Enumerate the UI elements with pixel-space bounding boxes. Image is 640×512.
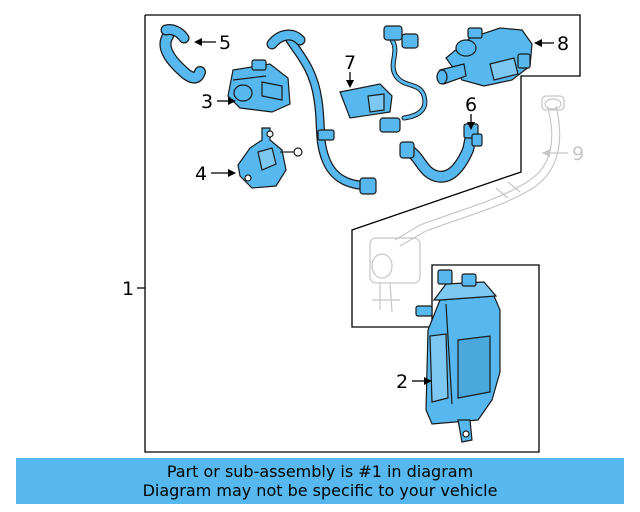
callout-4-leader	[211, 169, 236, 177]
banner-line-2: Diagram may not be specific to your vehi…	[142, 481, 498, 500]
callout-7-leader	[346, 72, 354, 88]
bracket-part-4	[237, 127, 303, 189]
callout-8: 8	[557, 33, 569, 55]
callout-9: 9	[572, 143, 584, 165]
callout-8-leader	[534, 39, 554, 47]
callout-9-leader	[542, 149, 568, 157]
assembly-outline	[144, 14, 581, 453]
callout-3: 3	[201, 91, 213, 113]
callout-3-leader	[217, 97, 236, 105]
callout-2-leader	[412, 377, 432, 385]
parts-diagram: 1 2 3 4 5 6 7 8 9	[122, 14, 584, 453]
hose-part-5	[159, 24, 206, 84]
solenoid-part-3	[227, 59, 291, 113]
banner-line-1: Part or sub-assembly is #1 in diagram	[166, 462, 474, 481]
long-hose	[266, 29, 377, 195]
callout-1: 1	[122, 278, 134, 300]
info-banner: Part or sub-assembly is #1 in diagram Di…	[16, 458, 624, 504]
vent-hose-faded	[369, 95, 565, 313]
callout-6-leader	[467, 114, 475, 130]
callout-4: 4	[195, 163, 207, 185]
callout-5-leader	[194, 38, 216, 46]
canister-part-2	[415, 269, 501, 443]
callout-2: 2	[396, 371, 408, 393]
callout-5: 5	[219, 32, 231, 54]
callout-6: 6	[465, 94, 477, 116]
callout-7: 7	[344, 52, 356, 74]
hose-part-6	[399, 123, 483, 183]
sensor-harness-part-7	[339, 25, 428, 133]
pump-part-8	[436, 27, 533, 87]
